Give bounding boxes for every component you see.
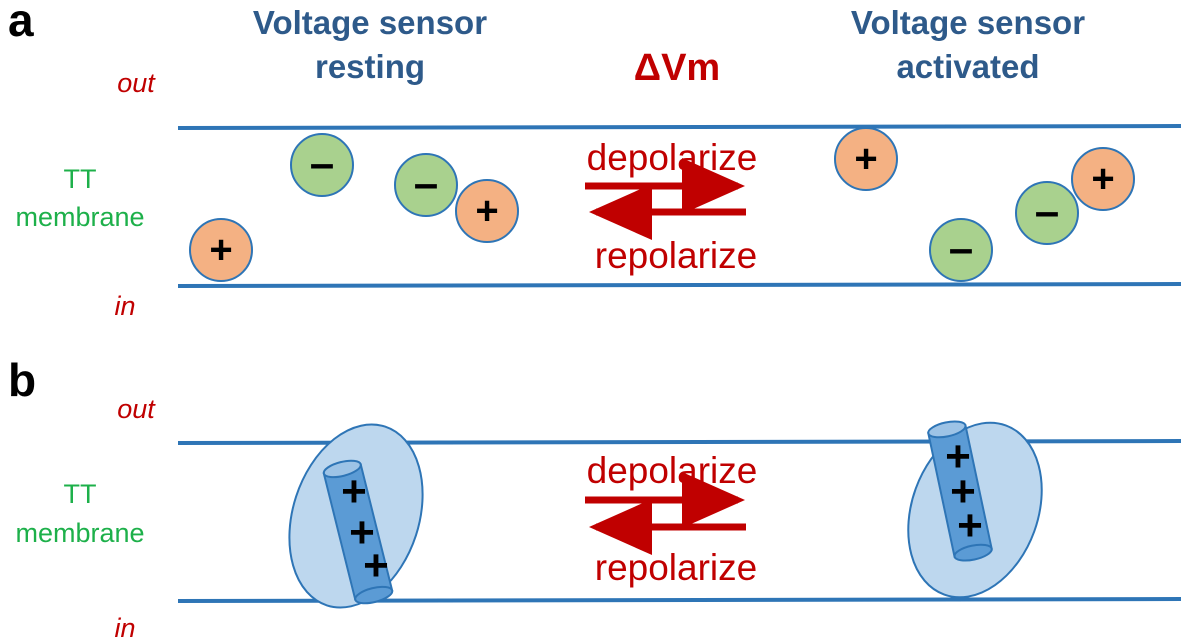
panel-a: a Voltage sensor resting ΔVm Voltage sen… <box>8 0 1181 321</box>
resting-title-line2: resting <box>315 48 425 85</box>
minus-sign: – <box>1035 187 1059 236</box>
resting-voltage-sensor: + + + <box>288 423 424 609</box>
activated-voltage-sensor: + + + <box>907 420 1043 599</box>
activated-negative-charge-right: – <box>1015 181 1079 245</box>
activated-positive-charge-right: + <box>1071 147 1135 211</box>
panel-a-inner-membrane-line <box>177 282 1181 288</box>
activated-title-line2: activated <box>896 48 1039 85</box>
activated-sensor-rod <box>927 420 993 562</box>
panel-b-out-label: out <box>117 394 156 424</box>
resting-negative-charge-top: – <box>290 133 354 197</box>
plus-sign: + <box>945 432 971 481</box>
plus-sign: + <box>363 541 389 590</box>
plus-sign: + <box>854 137 877 181</box>
activated-negative-charge-inner: – <box>929 218 993 282</box>
resting-negative-charge-middle: – <box>394 153 458 217</box>
panel-b-depolarize-label: depolarize <box>587 450 758 491</box>
plus-sign: + <box>1091 157 1114 201</box>
plus-sign: + <box>209 228 232 272</box>
delta-vm-label: ΔVm <box>634 47 720 89</box>
plus-sign: + <box>349 508 375 557</box>
panel-a-membrane-label: membrane <box>15 202 144 232</box>
resting-sensor-rod <box>322 459 394 605</box>
resting-positive-charge-inner: + <box>189 218 253 282</box>
panel-a-depolarize-label: depolarize <box>587 137 758 178</box>
activated-title-line1: Voltage sensor <box>851 4 1085 41</box>
resting-title-line1: Voltage sensor <box>253 4 487 41</box>
minus-sign: – <box>310 139 334 188</box>
plus-sign: + <box>957 501 983 550</box>
minus-sign: – <box>414 159 438 208</box>
panel-a-repolarize-label: repolarize <box>595 235 757 276</box>
minus-sign: – <box>949 224 973 273</box>
plus-sign: + <box>950 467 976 516</box>
panel-a-letter: a <box>8 0 34 46</box>
panel-b-membrane-label: membrane <box>15 518 144 548</box>
panel-b-in-label: in <box>114 613 135 642</box>
panel-b-repolarize-label: repolarize <box>595 547 757 588</box>
panel-a-in-label: in <box>114 291 135 321</box>
panel-a-out-label: out <box>117 68 156 98</box>
panel-b: b out TT membrane in + + + depolarize re… <box>8 354 1181 642</box>
activated-positive-charge-outer: + <box>834 127 898 191</box>
resting-positive-charge-middle: + <box>455 179 519 243</box>
plus-sign: + <box>341 467 367 516</box>
panel-b-tt-label: TT <box>64 479 97 509</box>
panel-b-letter: b <box>8 354 36 406</box>
panel-a-outer-membrane-line <box>177 124 1181 130</box>
panel-a-tt-label: TT <box>64 164 97 194</box>
plus-sign: + <box>475 189 498 233</box>
